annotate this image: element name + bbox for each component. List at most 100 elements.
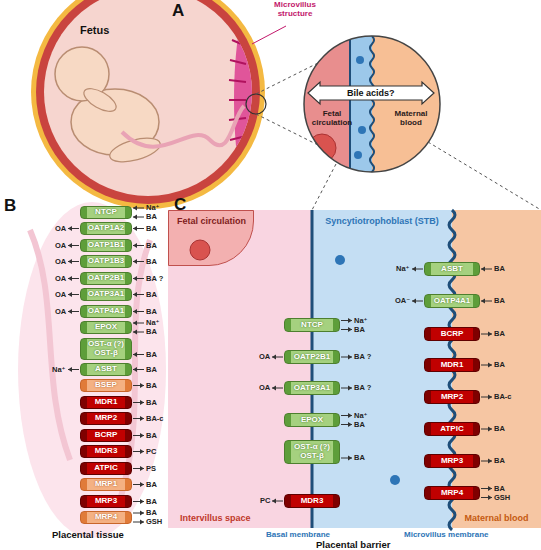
arrow-shaft: [133, 323, 144, 324]
arrow-head: [140, 416, 144, 421]
microvillus-membrane-line: [370, 36, 374, 180]
transport-arrow: [133, 416, 144, 421]
transporter-box: ATPIC: [80, 462, 132, 475]
transport-arrow: [68, 259, 79, 264]
transporter-name: OATP1A2: [88, 224, 124, 233]
transporter-name: OATP3A1: [294, 384, 330, 393]
transporter-name: BSEP: [95, 381, 117, 390]
arrow-head: [68, 309, 72, 314]
arrow-shaft: [133, 402, 144, 403]
transport-arrow: [68, 309, 79, 314]
substrate-label: Na⁺: [146, 319, 160, 327]
substrate-label: BA: [146, 225, 157, 233]
substrate-label: BA: [494, 297, 505, 305]
arrow-head: [140, 466, 144, 471]
transporter-name: OST-α (?): [294, 443, 330, 452]
substrate-label: BA: [146, 366, 157, 374]
transporter-box: MRP3: [80, 495, 132, 508]
illustration-label: Microvillus structure: [264, 1, 326, 19]
fetus-head: [55, 47, 109, 101]
substrate-label: BA: [146, 328, 157, 336]
transporter-box: MDR3: [284, 494, 340, 508]
substrate-label: OA: [55, 308, 66, 316]
substrate-label: Na⁺: [354, 412, 368, 420]
arrow-head: [133, 243, 137, 248]
arrow-shaft: [133, 311, 144, 312]
transport-arrow: [133, 206, 144, 211]
leader-line: [252, 26, 286, 44]
transporter-name: NTCP: [95, 208, 117, 217]
substrate-label: BA: [146, 382, 157, 390]
region-name: Intervillus space: [180, 513, 251, 523]
arrow-head: [140, 499, 144, 504]
transporter-box: OATP3A1: [80, 288, 132, 301]
substrate-label: BA: [146, 399, 157, 407]
arrow-head: [133, 352, 137, 357]
substrate-label: Na⁺: [396, 265, 410, 273]
arrow-shaft: [133, 484, 144, 485]
substrate-label: OA: [55, 258, 66, 266]
substrate-label: OA: [259, 384, 270, 392]
transport-arrow: [133, 243, 144, 248]
arrow-shaft: [133, 513, 144, 514]
substrate-label: PC: [146, 448, 156, 456]
transporter-box: OATP1B1: [80, 239, 132, 252]
transporter-box: BSEP: [80, 379, 132, 392]
zoom-lines: [312, 142, 541, 210]
transport-arrow: [133, 433, 144, 438]
substrate-label: OA: [259, 353, 270, 361]
substrate-label: BA: [146, 351, 157, 359]
microvillus-branches: [229, 20, 246, 180]
transporter-box: MRP3: [424, 454, 480, 468]
transporter-name: OATP1B1: [88, 241, 124, 250]
region-name: Fetal circulation: [177, 217, 246, 227]
arrow-shaft: [133, 217, 144, 218]
substrate-label: BA: [146, 258, 157, 266]
transporter-box: MRP2: [424, 390, 480, 404]
transport-arrow: [133, 352, 144, 357]
edge-label: Bile acids?: [347, 88, 395, 98]
fetus-arm: [80, 84, 119, 116]
arrow-shaft: [68, 228, 79, 229]
transport-arrow: [133, 276, 144, 281]
transporter-name: OATP2B1: [294, 353, 330, 362]
transporter-box: OST-α (?)OST-β: [80, 338, 132, 360]
arrow-shaft: [68, 261, 79, 262]
membrane-label: Basal membrane: [266, 530, 330, 539]
substrate-label: BA: [494, 265, 505, 273]
zoom-circle: [304, 36, 440, 172]
transporter-box: EPOX: [80, 321, 132, 334]
transporter-name: OATP1B3: [88, 257, 124, 266]
transporter-name: OATP4A1: [434, 297, 470, 306]
arrow-shaft: [68, 369, 79, 370]
transport-arrow: [133, 330, 144, 335]
substrate-label: BA: [146, 308, 157, 316]
membrane-label: Microvillus membrane: [404, 530, 488, 539]
arrow-head: [133, 292, 137, 297]
transport-arrow: [133, 309, 144, 314]
fetal-circulation-area: [304, 36, 350, 172]
transporter-box: MDR1: [424, 358, 480, 372]
transport-arrow: [68, 276, 79, 281]
transporter-name: BCRP: [441, 330, 464, 339]
substrate-label: BA-c: [146, 415, 164, 423]
arrow-shaft: [133, 332, 144, 333]
arrow-head: [133, 226, 137, 231]
transport-arrow: [133, 449, 144, 454]
transporter-name: ATPIC: [94, 464, 117, 473]
substrate-label: BA ?: [146, 275, 163, 283]
transporter-name: MDR3: [301, 497, 324, 506]
arrow-shaft: [133, 385, 144, 386]
arrow-shaft: [133, 354, 144, 355]
arrow-head: [68, 259, 72, 264]
arrow-head: [140, 511, 144, 516]
substrate-label: BA ?: [354, 353, 371, 361]
arrow-head: [133, 259, 137, 264]
placental-tissue-background: [18, 202, 166, 538]
transporter-box: BCRP: [80, 429, 132, 442]
transporter-box: ATPIC: [424, 422, 480, 436]
transporter-name: MRP2: [441, 393, 463, 402]
arrow-head: [133, 276, 137, 281]
substrate-label: BA: [494, 361, 505, 369]
transport-arrow: [133, 367, 144, 372]
